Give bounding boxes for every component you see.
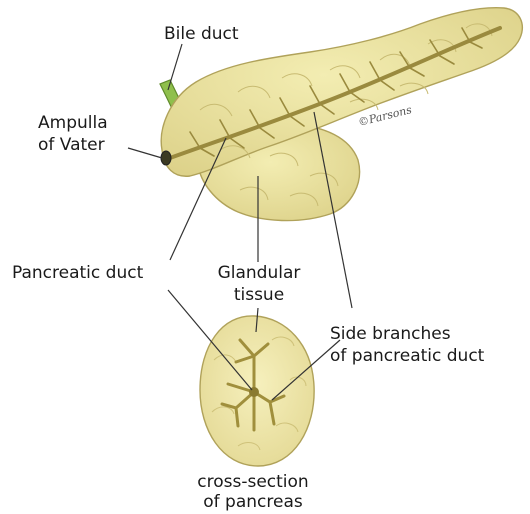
glandular-tissue-label-line2: tissue [206,285,312,305]
ampulla-label-line2: of Vater [38,135,105,155]
pancreatic-duct-label: Pancreatic duct [12,263,143,283]
ampulla-label-line1: Ampulla [38,113,108,133]
side-branches-label-line2: of pancreatic duct [330,346,484,366]
bile-duct-label: Bile duct [164,24,239,44]
side-branches-label-line1: Side branches [330,324,451,344]
ampulla-opening [161,151,171,165]
cross-section-label-line1: cross-section [178,472,328,492]
glandular-tissue-label-line1: Glandular [206,263,312,283]
cross-section-label-line2: of pancreas [178,492,328,512]
